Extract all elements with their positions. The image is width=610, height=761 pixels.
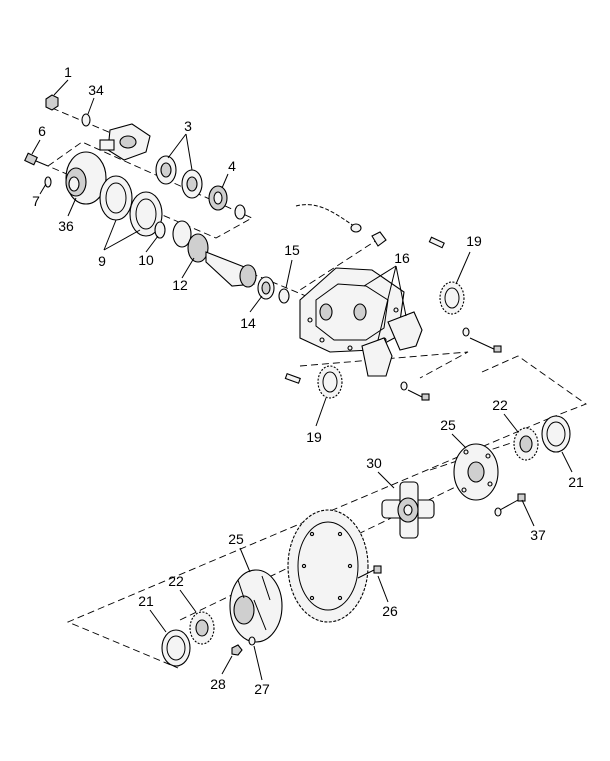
case-half-25-left xyxy=(229,569,283,643)
sensor-cable-part xyxy=(295,204,387,247)
callout-6: 6 xyxy=(38,123,46,139)
callout-30: 30 xyxy=(366,455,382,471)
adjuster-19-lower xyxy=(317,365,343,399)
assembly-boundary-upper xyxy=(47,141,254,239)
ring-gear-part xyxy=(287,509,369,623)
callout-37: 37 xyxy=(530,527,546,543)
pinion-12-part xyxy=(187,233,257,288)
callout-labels: 1 34 6 7 36 3 4 9 10 12 14 15 16 19 19 2… xyxy=(32,64,584,697)
callout-1: 1 xyxy=(64,64,72,80)
callout-28: 28 xyxy=(210,676,226,692)
bearing-cup-part xyxy=(172,220,192,248)
callout-16: 16 xyxy=(394,250,410,266)
washer-part xyxy=(81,113,91,127)
adjuster-19-upper xyxy=(439,281,465,315)
housing-part xyxy=(299,267,405,353)
bearing-22-left xyxy=(189,611,215,645)
shim-parts xyxy=(99,175,163,237)
callout-25-right: 25 xyxy=(440,417,456,433)
callout-34: 34 xyxy=(88,82,104,98)
callout-36: 36 xyxy=(58,218,74,234)
callout-12: 12 xyxy=(172,277,188,293)
callout-25-left: 25 xyxy=(228,531,244,547)
callout-22-left: 22 xyxy=(168,573,184,589)
dowel-pin-parts xyxy=(284,236,445,384)
spacer-15-part xyxy=(278,288,290,304)
nut-part xyxy=(45,94,59,111)
callout-7: 7 xyxy=(32,193,40,209)
bearing-cap-parts xyxy=(361,311,423,377)
washer-27-part xyxy=(248,636,256,646)
callout-3: 3 xyxy=(184,118,192,134)
bolt-37-part xyxy=(494,493,526,517)
callout-22-right: 22 xyxy=(492,397,508,413)
callout-19-lower: 19 xyxy=(306,429,322,445)
callout-21-left: 21 xyxy=(138,593,154,609)
callout-4: 4 xyxy=(228,158,236,174)
assembly-boundary-lower xyxy=(66,351,587,669)
callout-21-right: 21 xyxy=(568,474,584,490)
gear-4-part xyxy=(208,185,228,211)
bearing-22-right xyxy=(513,427,539,461)
leader-lines xyxy=(31,79,573,681)
bolt-26-part xyxy=(357,565,382,579)
spider-30-part xyxy=(381,481,435,539)
callout-19-upper: 19 xyxy=(466,233,482,249)
ring-10-part xyxy=(154,221,166,239)
cap-bolt-parts xyxy=(400,327,502,401)
callout-14: 14 xyxy=(240,315,256,331)
case-half-25-right xyxy=(453,443,499,501)
callout-9: 9 xyxy=(98,253,106,269)
retainer-part xyxy=(65,151,107,205)
spacer-part xyxy=(234,204,246,220)
cup-21-left xyxy=(161,629,191,667)
callout-10: 10 xyxy=(138,252,154,268)
washer-7-part xyxy=(44,176,52,188)
nut-28-part xyxy=(231,644,243,656)
cup-21-right xyxy=(541,415,571,453)
yoke-part xyxy=(99,123,151,161)
bearing-14-part xyxy=(257,276,275,300)
screw-part xyxy=(24,152,49,167)
callout-26: 26 xyxy=(382,603,398,619)
bearing-3-parts xyxy=(155,155,203,199)
callout-27: 27 xyxy=(254,681,270,697)
callout-15: 15 xyxy=(284,242,300,258)
